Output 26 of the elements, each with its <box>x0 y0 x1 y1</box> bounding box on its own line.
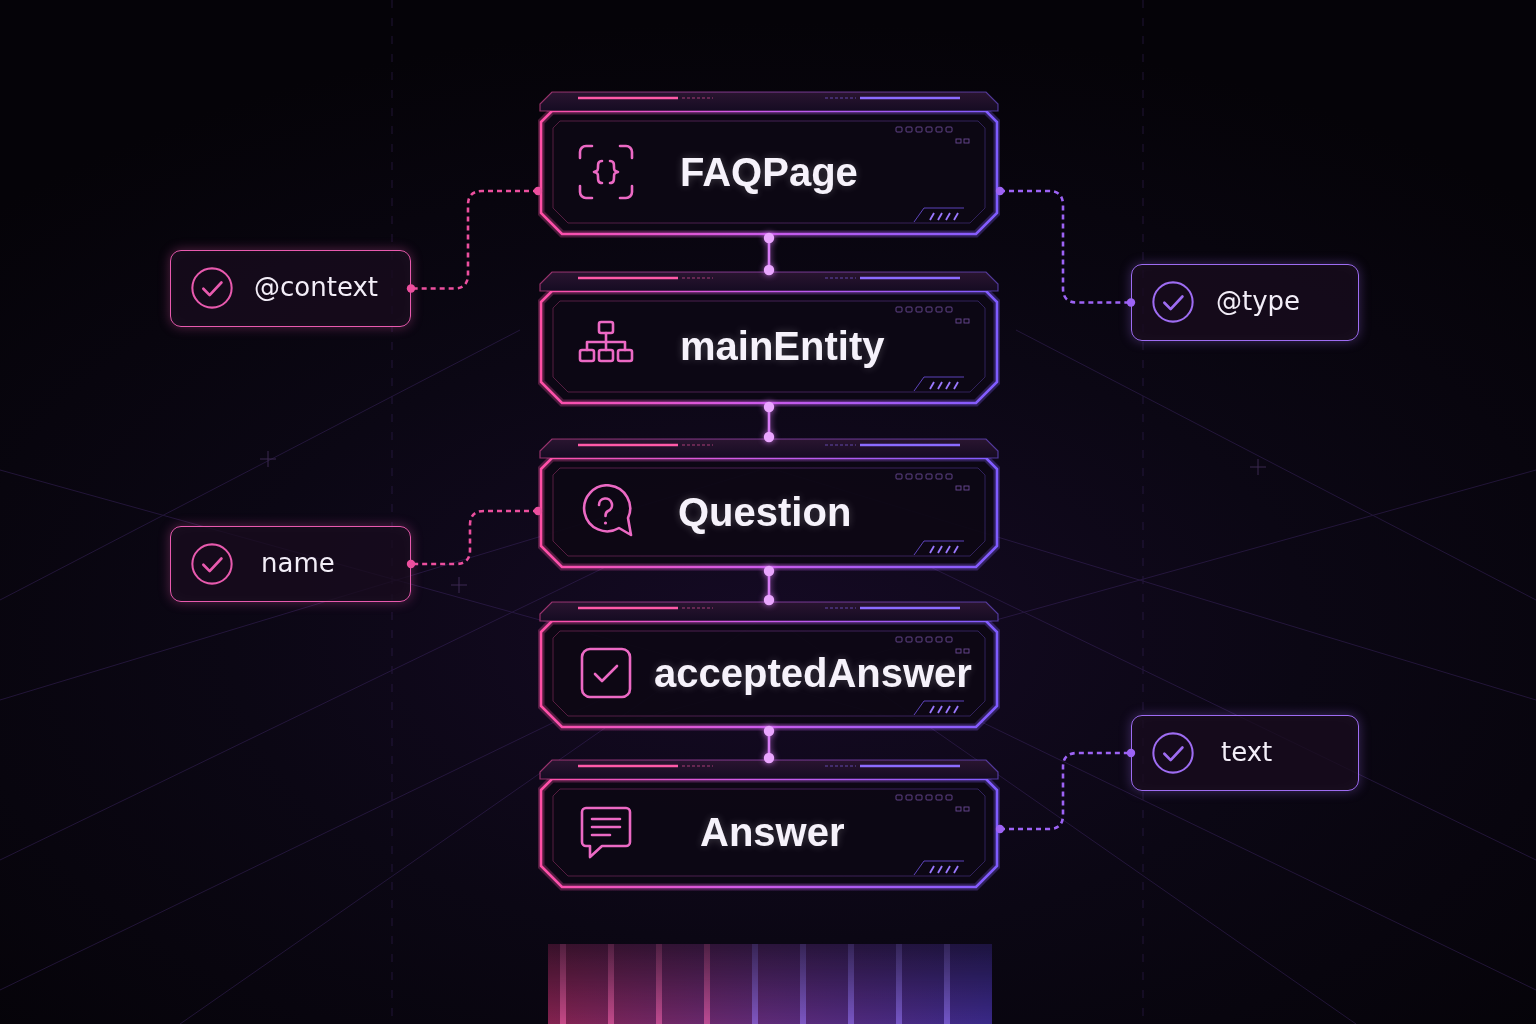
type-name: acceptedAnswer <box>654 650 972 696</box>
property-box <box>1131 715 1359 791</box>
dashed-connector <box>995 748 1136 834</box>
property-box <box>170 526 411 602</box>
schema-type-box <box>538 600 1000 731</box>
property-box <box>170 250 411 327</box>
connector-line <box>763 232 775 276</box>
schema-type-box <box>538 270 1000 407</box>
dashed-connector <box>995 186 1136 307</box>
schema-type-box <box>538 437 1000 571</box>
dashed-connector <box>406 506 543 569</box>
connector-line <box>763 565 775 606</box>
connector-line <box>763 725 775 764</box>
property-name: @type <box>1216 285 1301 317</box>
type-name: mainEntity <box>680 323 885 369</box>
type-name: FAQPage <box>680 148 858 195</box>
connector-line <box>763 401 775 443</box>
type-name: Answer <box>700 809 845 855</box>
schema-type-box <box>538 758 1000 891</box>
property-box <box>1131 264 1359 341</box>
property-name: text <box>1221 735 1273 768</box>
dashed-connector <box>406 186 543 293</box>
schema-type-box <box>538 90 1000 238</box>
property-name: @context <box>254 271 378 303</box>
property-name: name <box>261 546 335 579</box>
type-name: Question <box>678 488 852 535</box>
